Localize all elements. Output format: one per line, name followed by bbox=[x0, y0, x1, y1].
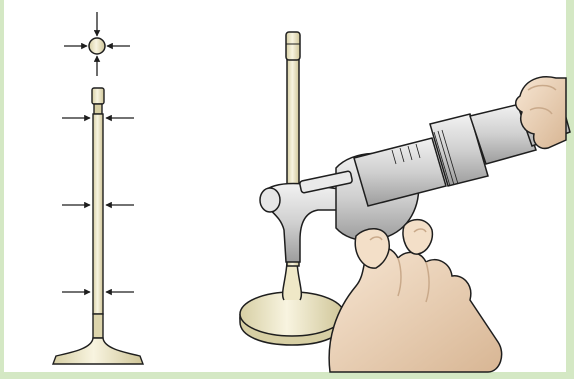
valve-icon bbox=[53, 88, 143, 364]
measurement-scene bbox=[240, 32, 570, 372]
valve-top-view-icon bbox=[89, 38, 105, 54]
valve-diagram bbox=[53, 12, 143, 364]
